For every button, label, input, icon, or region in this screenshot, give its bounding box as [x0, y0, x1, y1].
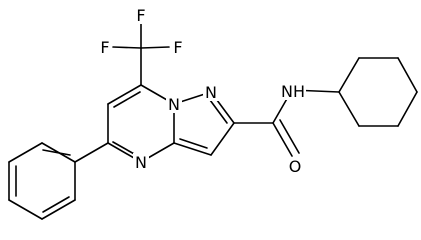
- bond-cy-3-4: [397, 57, 418, 93]
- bond-n4-c5-double: [112, 141, 137, 156]
- trifluoromethyl-group: [112, 19, 170, 86]
- bond-c6-c7-double: [113, 91, 141, 108]
- bond-cy-1-2: [338, 57, 360, 93]
- structure-svg: F F F N N N NH O: [8, 6, 418, 220]
- cyclohexyl-ring: [338, 57, 418, 127]
- bond-c2-c3: [210, 122, 235, 156]
- bond-c-f-right: [140, 46, 170, 49]
- bond-c5-phenyl: [74, 142, 109, 163]
- molecule-diagram: F F F N N N NH O: [8, 6, 418, 220]
- bond-c6-c7: [107, 84, 142, 105]
- atom-f-top: F: [136, 6, 145, 25]
- pyrazole-ring: [173, 91, 235, 156]
- bond-ph-4-5: [8, 199, 43, 220]
- atom-nh-amide: NH: [281, 82, 305, 101]
- bond-ph-1-2-double: [42, 149, 71, 156]
- pyrimidine-ring: [107, 84, 175, 163]
- atom-n-pyrazole: N: [205, 83, 217, 102]
- atom-f-left: F: [100, 38, 109, 57]
- bond-cy-4-5: [397, 91, 418, 127]
- atom-labels: F F F N N N NH O: [98, 6, 306, 176]
- atom-n-bridge: N: [168, 95, 180, 114]
- atom-o-carbonyl: O: [289, 157, 302, 176]
- phenyl-ring: [8, 142, 109, 220]
- bond-c3-c3a: [173, 142, 212, 156]
- bond-ph-5-6-double: [42, 196, 70, 213]
- bond-c-o-double: [279, 119, 300, 154]
- bond-ph-5-6: [41, 199, 76, 220]
- bond-ph-2-3: [8, 142, 43, 163]
- bond-c-o: [272, 122, 293, 157]
- bond-n1-c2-double: [209, 99, 228, 124]
- atom-n-pyrimidine: N: [135, 153, 147, 172]
- bond-c-f-left: [112, 46, 142, 49]
- bond-cy-6-1: [338, 91, 360, 127]
- atom-f-right: F: [173, 38, 182, 57]
- bond-c3-c3a-double: [179, 138, 208, 149]
- amide-group: [233, 89, 340, 157]
